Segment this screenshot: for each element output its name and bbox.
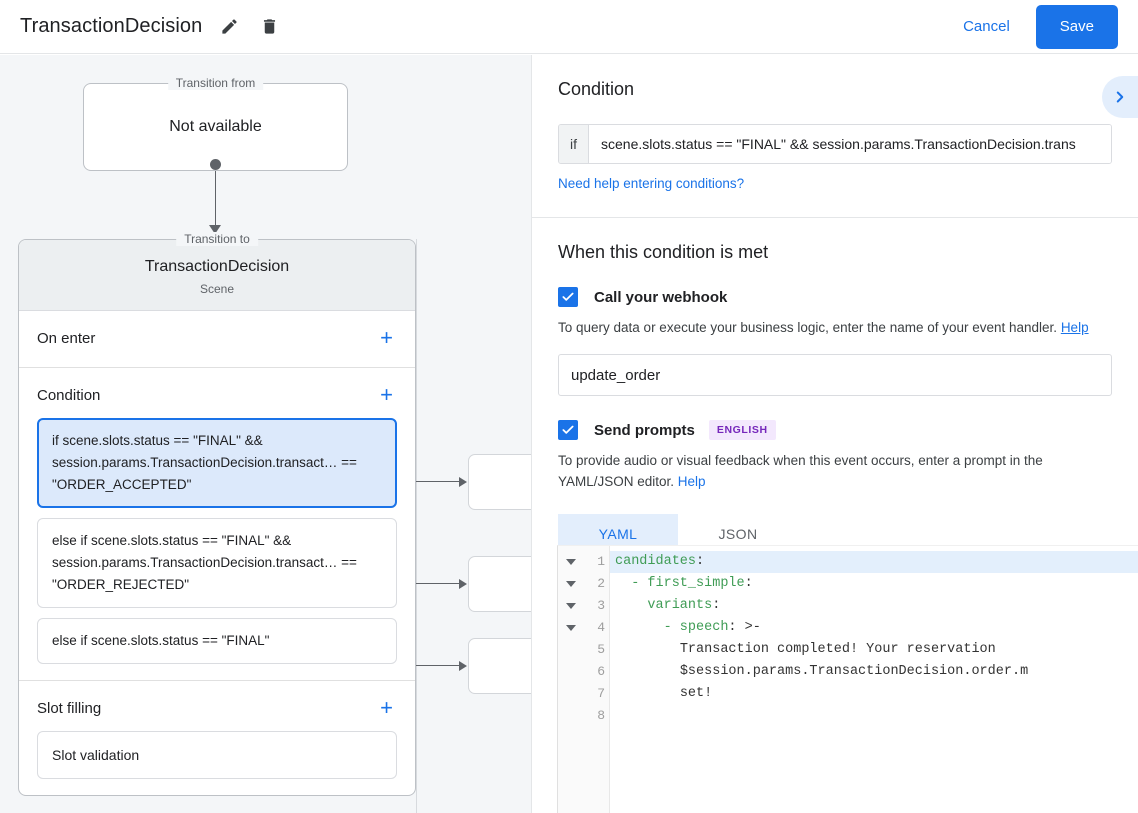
- webhook-help-link[interactable]: Help: [1060, 320, 1089, 335]
- editor-code-line[interactable]: set!: [679, 686, 713, 701]
- canvas-guide-line: [416, 239, 417, 813]
- fold-spacer: [558, 639, 584, 661]
- condition-list: if scene.slots.status == "FINAL" && sess…: [37, 418, 397, 664]
- connector-dot: [210, 159, 221, 170]
- trash-icon[interactable]: [256, 14, 282, 40]
- condition-item-1[interactable]: if scene.slots.status == "FINAL" && sess…: [37, 418, 397, 508]
- transition-from-box: Transition from Not available: [83, 76, 348, 171]
- condition-section: Condition if Need help entering conditio…: [532, 55, 1138, 193]
- if-prefix-label: if: [559, 125, 589, 163]
- section-title-condition: Condition: [37, 386, 101, 404]
- editor-line-numbers: 1 2 3 4 5 6 7 8: [584, 546, 610, 813]
- page-title: TransactionDecision: [20, 15, 203, 37]
- prompts-help-text: To provide audio or visual feedback when…: [558, 450, 1110, 492]
- edge-line-3: [400, 665, 460, 666]
- webhook-help-text: To query data or execute your business l…: [558, 317, 1112, 338]
- scene-card-header: Transition to TransactionDecision Scene: [19, 232, 415, 311]
- language-badge: ENGLISH: [708, 420, 776, 440]
- fold-spacer: [558, 683, 584, 705]
- need-help-link[interactable]: Need help entering conditions?: [558, 176, 745, 191]
- editor-line-number: 3: [597, 598, 605, 613]
- condition-item-3[interactable]: else if scene.slots.status == "FINAL": [37, 618, 397, 664]
- fold-caret-icon[interactable]: [558, 551, 584, 573]
- add-slot-filling-button[interactable]: +: [380, 695, 393, 720]
- section-header-on-enter: On enter +: [37, 325, 397, 351]
- section-slot-filling: Slot filling + Slot validation: [19, 681, 415, 795]
- call-webhook-checkbox[interactable]: [558, 287, 578, 307]
- edge-line-1: [400, 481, 460, 482]
- editor-code-line[interactable]: Transaction completed! Your reservation: [679, 642, 996, 657]
- editor-line-number: 2: [597, 576, 605, 591]
- fold-caret-icon[interactable]: [558, 595, 584, 617]
- send-prompts-label: Send prompts: [594, 421, 695, 439]
- condition-item-2[interactable]: else if scene.slots.status == "FINAL" &&…: [37, 518, 397, 608]
- pencil-icon[interactable]: [216, 14, 242, 40]
- call-webhook-label: Call your webhook: [594, 288, 728, 306]
- editor-code-line[interactable]: candidates:: [610, 551, 1138, 573]
- top-bar: TransactionDecision Cancel Save: [0, 0, 1138, 54]
- transition-target-stub-2[interactable]: [468, 556, 531, 612]
- connector-line: [215, 171, 216, 229]
- transition-target-stub-1[interactable]: [468, 454, 531, 510]
- section-header-slot-filling: Slot filling +: [37, 695, 397, 721]
- editor-code-line[interactable]: [610, 705, 1138, 727]
- scene-name: TransactionDecision: [144, 258, 290, 275]
- save-button[interactable]: Save: [1035, 4, 1118, 49]
- editor-line-number: 6: [597, 664, 605, 679]
- connector-arrowhead: [209, 225, 221, 234]
- editor-line-number: 8: [597, 708, 605, 723]
- editor-line-number: 5: [597, 642, 605, 657]
- call-webhook-row: Call your webhook: [558, 287, 1112, 307]
- fold-spacer: [558, 705, 584, 727]
- edge-arrow-1: [459, 477, 467, 487]
- slot-validation-item[interactable]: Slot validation: [37, 731, 397, 779]
- scene-type: Scene: [199, 282, 235, 296]
- transition-target-stub-3[interactable]: [468, 638, 531, 694]
- fold-spacer: [558, 661, 584, 683]
- editor-fold-column: [558, 546, 584, 813]
- webhook-help-text-body: To query data or execute your business l…: [558, 320, 1061, 335]
- prompts-help-link[interactable]: Help: [677, 474, 706, 489]
- editor-code-line[interactable]: $session.params.TransactionDecision.orde…: [679, 664, 1029, 679]
- editor-line-number: 4: [597, 620, 605, 635]
- editor-line-number: 1: [597, 554, 605, 569]
- condition-heading: Condition: [558, 79, 635, 99]
- section-title-on-enter: On enter: [37, 329, 96, 347]
- add-condition-button[interactable]: +: [380, 382, 393, 407]
- condition-input-row: if: [558, 124, 1112, 164]
- prompts-help-text-body: To provide audio or visual feedback when…: [558, 453, 1043, 489]
- fold-caret-icon[interactable]: [558, 617, 584, 639]
- when-condition-met-section: When this condition is met Call your web…: [532, 218, 1138, 554]
- add-on-enter-button[interactable]: +: [380, 325, 393, 350]
- section-condition: Condition + if scene.slots.status == "FI…: [19, 368, 415, 681]
- editor-code-line[interactable]: - first_simple:: [631, 576, 753, 591]
- condition-input[interactable]: [589, 125, 1111, 163]
- scene-canvas: Transition from Not available Transition…: [0, 55, 531, 813]
- transition-from-legend: Transition from: [167, 76, 264, 90]
- edge-line-2: [400, 583, 460, 584]
- cancel-button[interactable]: Cancel: [951, 10, 1022, 43]
- editor-code-line[interactable]: variants:: [647, 598, 721, 613]
- transition-to-legend: Transition to: [176, 232, 258, 246]
- fold-caret-icon[interactable]: [558, 573, 584, 595]
- panel-divider: [532, 217, 1138, 218]
- chevron-right-icon[interactable]: [1102, 76, 1138, 118]
- section-title-slot-filling: Slot filling: [37, 699, 102, 717]
- yaml-editor[interactable]: 1 2 3 4 5 6 7 8 candidates: - first_simple: var…: [557, 545, 1138, 813]
- editor-line-number: 7: [597, 686, 605, 701]
- tab-json[interactable]: JSON: [718, 526, 758, 542]
- edge-arrow-2: [459, 579, 467, 589]
- webhook-handler-input[interactable]: [558, 354, 1112, 396]
- editor-code-area[interactable]: candidates: - first_simple: variants: - …: [610, 546, 1138, 813]
- send-prompts-checkbox[interactable]: [558, 420, 578, 440]
- send-prompts-row: Send prompts ENGLISH: [558, 420, 1112, 440]
- when-condition-met-heading: When this condition is met: [558, 242, 769, 262]
- transition-from-value: Not available: [169, 118, 262, 135]
- scene-card: Transition to TransactionDecision Scene …: [18, 232, 416, 796]
- section-on-enter: On enter +: [19, 311, 415, 368]
- edge-arrow-3: [459, 661, 467, 671]
- section-header-condition: Condition +: [37, 382, 397, 408]
- editor-code-line[interactable]: - speech: >-: [663, 620, 761, 635]
